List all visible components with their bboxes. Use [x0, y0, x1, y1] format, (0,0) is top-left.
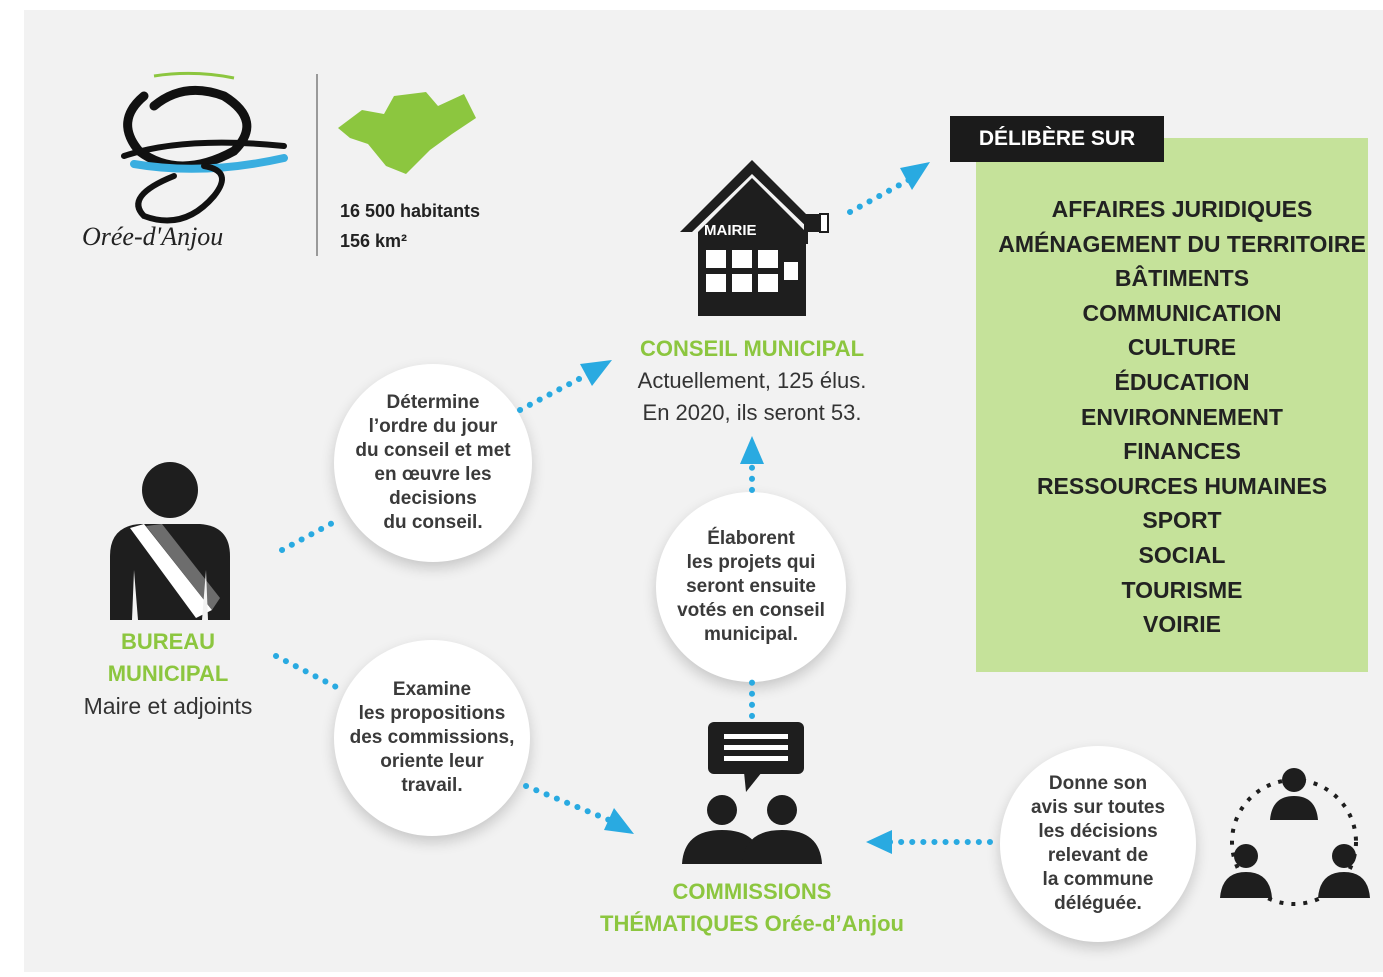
arrow-bureau-to-examine [273, 653, 345, 693]
delibere-item: RESSOURCES HUMAINES [1036, 472, 1328, 499]
arrowhead-conseil-up [740, 436, 764, 464]
stats-area: 156 km² [340, 231, 408, 251]
delibere-item: ENVIRONNEMENT [1081, 403, 1283, 430]
stats-population: 16 500 habitants [340, 201, 481, 221]
mairie-building-icon [680, 160, 829, 316]
arrow-bureau-to-determine [279, 517, 341, 553]
arrowhead-commissions-left [866, 830, 892, 854]
mairie-label: MAIRIE [704, 222, 757, 239]
arrow-mairie-to-delibere [847, 173, 919, 215]
conseil-line1: Actuellement, 125 élus. [637, 368, 867, 393]
delibere-item: SPORT [1142, 507, 1222, 534]
arrow-examine-to-commissions [523, 783, 617, 825]
delibere-item: AFFAIRES JURIDIQUES [1051, 196, 1313, 222]
delibere-header: DÉLIBÈRE SUR [950, 116, 1164, 162]
commissions-title-line2: THÉMATIQUES Orée-d’Anjou [600, 911, 904, 936]
delibere-item: BÂTIMENTS [1114, 265, 1250, 292]
delibere-item: FINANCES [1123, 438, 1241, 465]
bubble-donne-text: Donne son avis sur toutes les décisions … [1030, 773, 1166, 914]
delibere-item: CULTURE [1127, 334, 1237, 361]
bubble-determine: Détermine l’ordre du jour du conseil et … [334, 364, 532, 562]
commissions-icon [682, 722, 822, 864]
delibere-item: SOCIAL [1138, 541, 1226, 568]
bubble-examine-text: Examine les propositions des commissions… [349, 679, 515, 796]
mayor-person-icon [110, 462, 230, 620]
bubble-examine: Examine les propositions des commissions… [334, 640, 530, 836]
arrow-determine-to-conseil [517, 367, 599, 413]
logo-text: Orée-d'Anjou [82, 222, 224, 251]
delibere-item: VOIRIE [1143, 611, 1221, 638]
divider [316, 74, 318, 256]
bubble-determine-text: Détermine l’ordre du jour du conseil et … [355, 392, 511, 533]
delibere-item: ÉDUCATION [1114, 368, 1250, 395]
delibere-list: AFFAIRES JURIDIQUES AMÉNAGEMENT DU TERRI… [976, 192, 1383, 642]
oree-anjou-logo [121, 71, 288, 224]
community-group-icon [1220, 768, 1370, 906]
arrowhead-conseil [580, 360, 612, 386]
conseil-line2: En 2020, ils seront 53. [642, 400, 862, 425]
arrowhead-delibere [900, 162, 930, 190]
bureau-title-line2: MUNICIPAL [107, 661, 229, 686]
delibere-item: AMÉNAGEMENT DU TERRITOIRE [998, 230, 1366, 257]
territory-map-icon [338, 92, 476, 174]
bureau-title-line1: BUREAU [120, 629, 216, 654]
delibere-box: AFFAIRES JURIDIQUES AMÉNAGEMENT DU TERRI… [976, 138, 1368, 672]
commissions-title-line1: COMMISSIONS [672, 879, 832, 904]
arrowhead-commissions [604, 808, 634, 834]
bubble-elaborent-text: Élaborent les projets qui seront ensuite… [677, 528, 825, 645]
delibere-item: COMMUNICATION [1082, 299, 1282, 326]
bubble-donne: Donne son avis sur toutes les décisions … [1000, 746, 1196, 942]
bubble-elaborent: Élaborent les projets qui seront ensuite… [656, 492, 846, 682]
delibere-item: TOURISME [1121, 576, 1243, 603]
conseil-title: CONSEIL MUNICIPAL [639, 336, 865, 361]
bureau-subtitle: Maire et adjoints [83, 693, 253, 719]
